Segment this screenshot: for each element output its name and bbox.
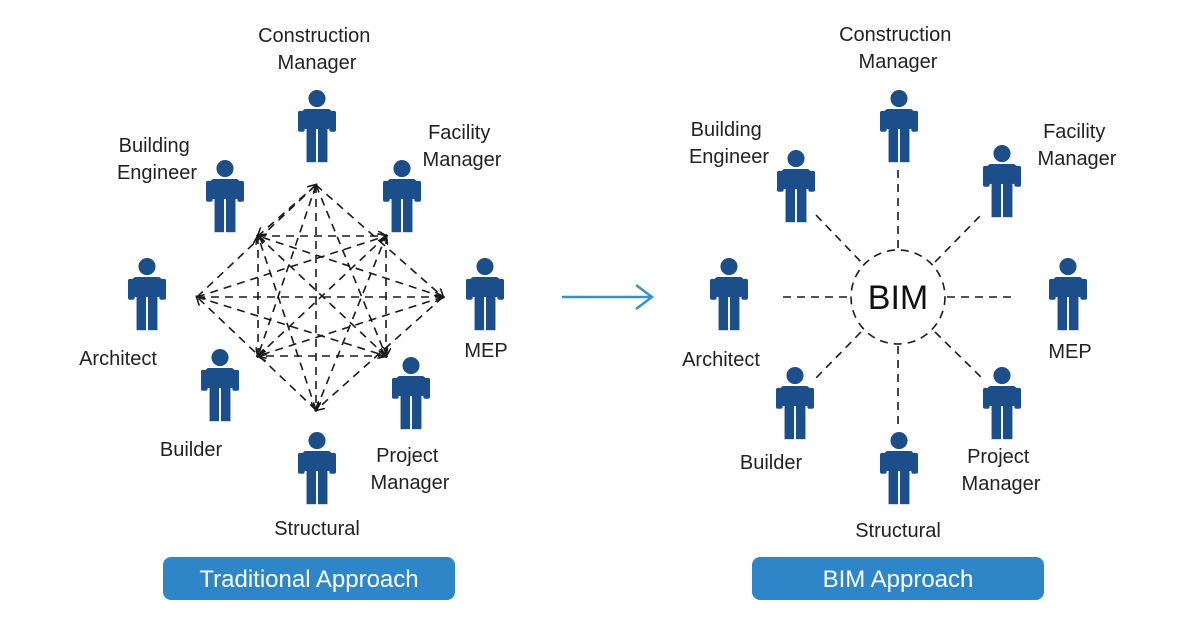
button-background[interactable]: [752, 557, 1044, 600]
person-icon: [710, 258, 748, 331]
bim-connections: [783, 170, 1016, 425]
person-icon: [983, 145, 1021, 218]
person-icon: [777, 150, 815, 223]
label-mep: MEP: [464, 340, 507, 362]
person-icon: [383, 160, 421, 233]
connection-line: [258, 296, 444, 356]
connection-line: [258, 184, 317, 236]
bim-hub-circle: [850, 249, 946, 345]
person-icon: [1049, 258, 1087, 331]
button-background[interactable]: [163, 557, 455, 600]
connection-line: [196, 296, 386, 356]
traditional-connections: [197, 185, 443, 410]
traditional-approach-button[interactable]: Traditional Approach: [163, 557, 455, 600]
traditional-approach-label[interactable]: Traditional Approach: [199, 566, 418, 593]
bim-approach: BIM Construction Manager Building Engine…: [682, 24, 1117, 600]
bim-labels: Construction Manager Building Engineer F…: [682, 24, 1117, 542]
label-architect: Architect: [682, 349, 760, 371]
connection-line: [815, 214, 862, 263]
label-building-engineer: Building Engineer: [117, 135, 197, 184]
label-architect: Architect: [79, 348, 157, 370]
label-builder: Builder: [740, 452, 803, 474]
bim-approach-button[interactable]: BIM Approach: [752, 557, 1044, 600]
label-structural: Structural: [855, 520, 941, 542]
person-icon: [206, 160, 244, 233]
label-facility-manager: Facility Manager: [1038, 121, 1117, 170]
traditional-labels: Construction Manager Building Engineer F…: [79, 25, 508, 540]
person-icon: [201, 349, 239, 422]
person-icon: [880, 432, 918, 505]
person-icon: [298, 90, 336, 163]
label-builder: Builder: [160, 439, 223, 461]
person-icon: [298, 432, 336, 505]
connection-line: [315, 184, 386, 356]
label-construction-manager: Construction Manager: [839, 24, 957, 73]
connection-line: [315, 184, 443, 297]
label-project-manager: Project Manager: [962, 446, 1041, 495]
label-mep: MEP: [1048, 341, 1091, 363]
label-project-manager: Project Manager: [371, 445, 450, 494]
person-icon: [983, 367, 1021, 440]
person-icon: [466, 258, 504, 331]
person-icon: [392, 357, 430, 430]
person-icon: [880, 90, 918, 163]
connection-line: [258, 236, 444, 298]
connection-line: [196, 236, 386, 298]
person-icon: [128, 258, 166, 331]
arrow-right-icon: [562, 284, 655, 310]
label-facility-manager: Facility Manager: [423, 122, 502, 171]
person-icon: [776, 367, 814, 440]
bim-hub-label: BIM: [868, 279, 928, 317]
connection-line: [934, 331, 983, 379]
label-building-engineer: Building Engineer: [689, 119, 769, 168]
label-construction-manager: Construction Manager: [258, 25, 376, 74]
connection-line: [258, 235, 387, 356]
label-structural: Structural: [274, 518, 360, 540]
connection-line: [934, 213, 983, 263]
traditional-approach: Construction Manager Building Engineer F…: [79, 25, 508, 600]
connection-line: [258, 184, 317, 356]
connection-line: [258, 236, 317, 411]
bim-approach-label[interactable]: BIM Approach: [823, 566, 974, 593]
connection-line: [315, 236, 386, 411]
connection-line: [815, 331, 862, 379]
